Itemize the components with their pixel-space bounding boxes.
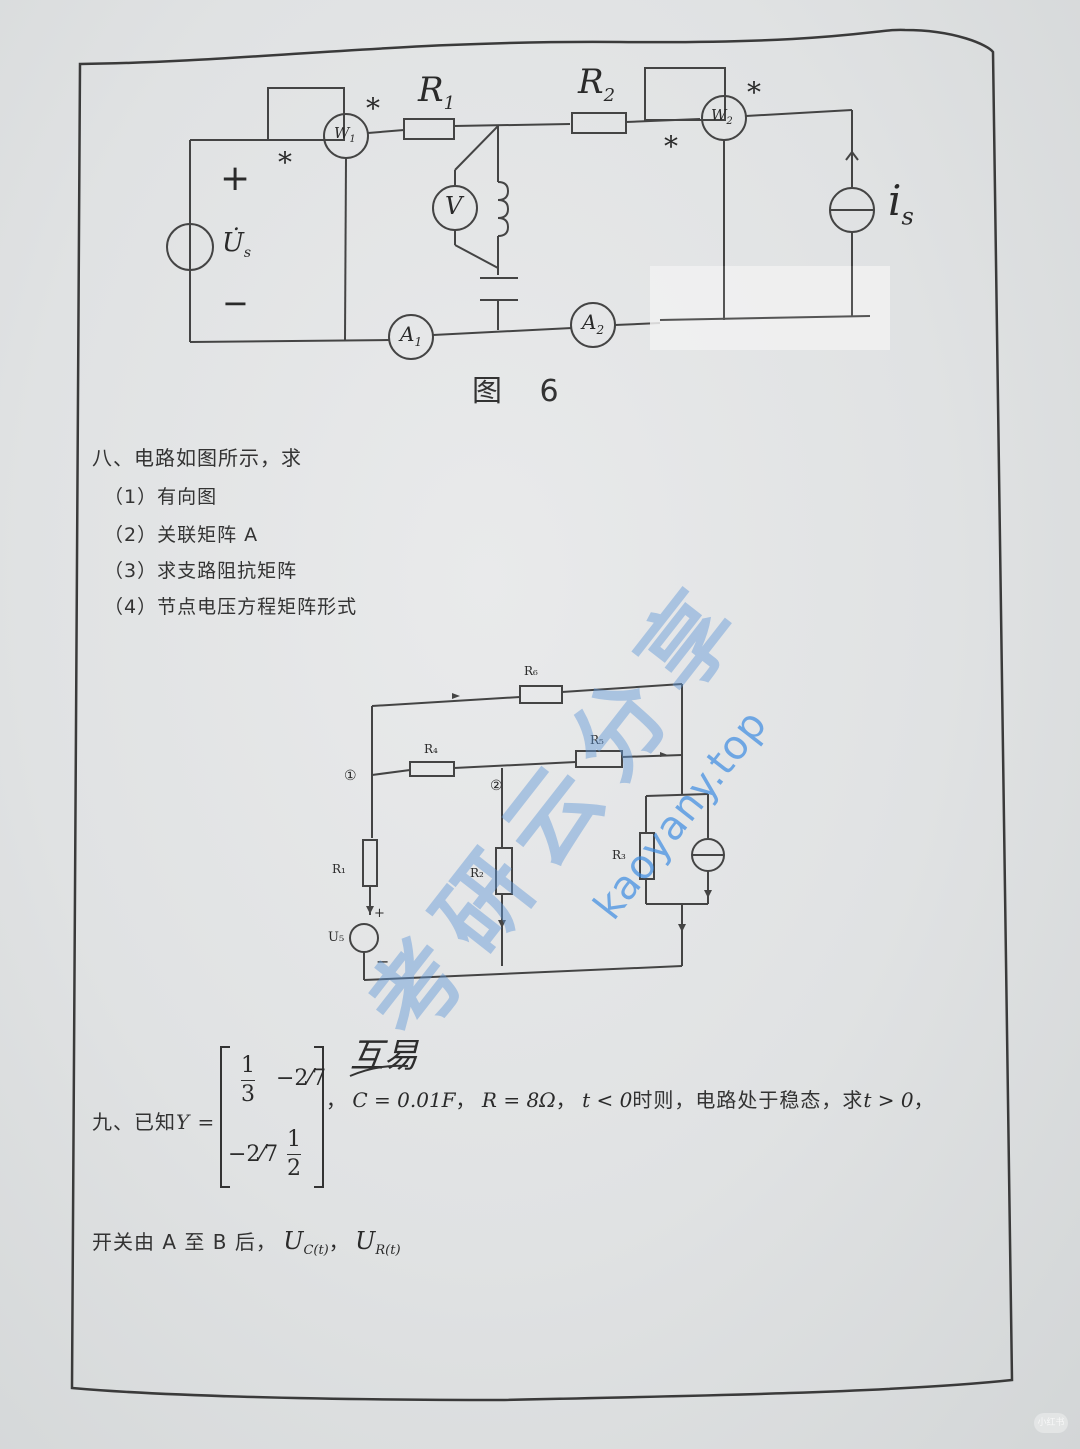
label-A1: A1	[400, 322, 423, 349]
question8-item-3: （3）求支路阻抗矩阵	[104, 560, 298, 582]
q8-label-R4: R₄	[424, 742, 438, 756]
q8-label-R3: R₃	[612, 848, 626, 862]
matrix-cell-12: −2⁄7	[276, 1066, 327, 1091]
q8-label-R2: R₂	[470, 866, 484, 880]
figure6-caption: 图 6	[472, 374, 573, 409]
question9-line1: ， C = 0.01F， R = 8Ω， t < 0时则，电路处于稳态，求t >…	[326, 1088, 934, 1112]
handwritten-note: 互易	[350, 1036, 418, 1076]
label-A2: A2	[582, 310, 605, 337]
label-W2: W2	[711, 106, 733, 127]
label-W1: W1	[334, 124, 356, 145]
q8-label-minus: −	[376, 952, 390, 971]
q8-label-R5: R₅	[590, 733, 604, 747]
corner-logo: 小红书	[1034, 1413, 1068, 1433]
star-w2-bottom: *	[664, 130, 678, 163]
question8-title: 八、电路如图所示，求	[92, 446, 302, 470]
question8-item-2: （2）关联矩阵 A	[104, 524, 259, 546]
star-w1-bottom: *	[278, 146, 292, 179]
question8-item-4: （4）节点电压方程矩阵形式	[104, 596, 358, 618]
q8-label-R1: R₁	[332, 862, 346, 876]
question9-line2: 开关由 A 至 B 后， UC(t)， UR(t)	[92, 1227, 401, 1258]
q8-label-R6: R₆	[524, 664, 538, 678]
label-R2: R2	[578, 62, 616, 106]
label-source-voltage: U̇s	[222, 228, 252, 262]
label-V: V	[445, 192, 463, 220]
label-plus: +	[220, 158, 251, 199]
q8-node-2: ②	[490, 778, 503, 794]
q8-label-plus: +	[374, 906, 385, 921]
handwritten-underline	[349, 1064, 409, 1077]
star-w1-top: *	[366, 92, 380, 125]
figure6-circuit	[166, 67, 875, 360]
question8-item-1: （1）有向图	[104, 486, 218, 508]
q8-node-1: ①	[344, 768, 357, 784]
label-minus: −	[222, 284, 249, 322]
q8-arrows	[366, 693, 712, 932]
matrix-cell-21: −2⁄7	[228, 1142, 279, 1167]
question8-circuit	[349, 683, 725, 981]
q8-label-source: U₅	[328, 930, 345, 945]
label-current-source: is	[888, 176, 914, 231]
question9-prefix: 九、已知Y =	[92, 1110, 216, 1134]
label-R1: R1	[418, 70, 456, 114]
correction-tape	[650, 266, 890, 350]
star-w2-top: *	[747, 76, 761, 109]
